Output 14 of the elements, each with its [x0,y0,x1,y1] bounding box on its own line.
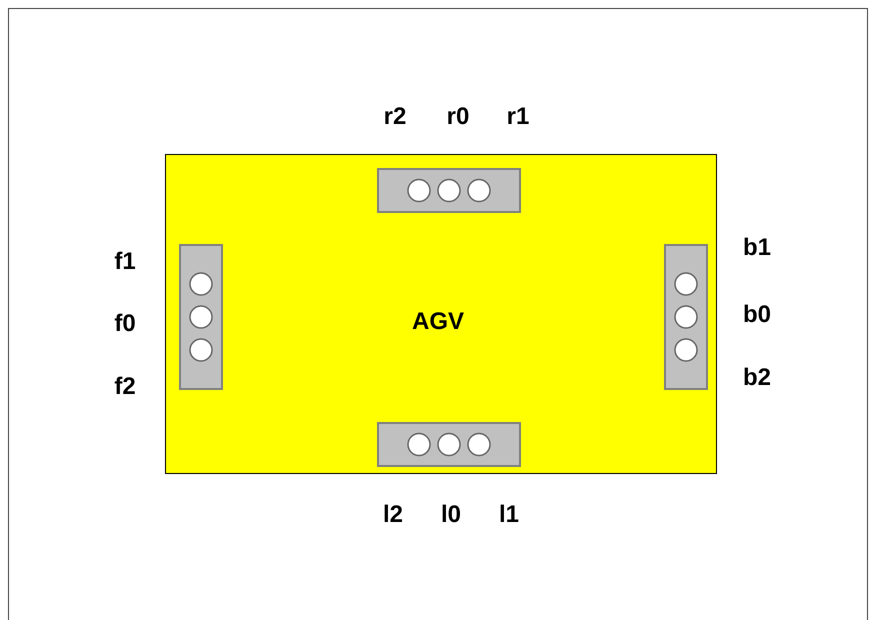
sensor-label: b1 [743,234,771,262]
vehicle-label: AGV [412,308,464,336]
sensor-label: f0 [114,310,136,338]
sensor-label: b2 [743,364,771,392]
sensor-label: r1 [506,103,530,131]
sensor-label: l0 [441,501,461,529]
sensor-label: l2 [383,501,403,529]
sensor-label: l1 [499,501,519,529]
sensor-label: f2 [114,373,136,401]
sensor-label: r2 [384,103,406,131]
sensor-label: r0 [446,103,470,131]
vehicle-body [165,154,717,474]
sensor-label: f1 [114,248,136,276]
sensor-label: b0 [743,301,771,329]
